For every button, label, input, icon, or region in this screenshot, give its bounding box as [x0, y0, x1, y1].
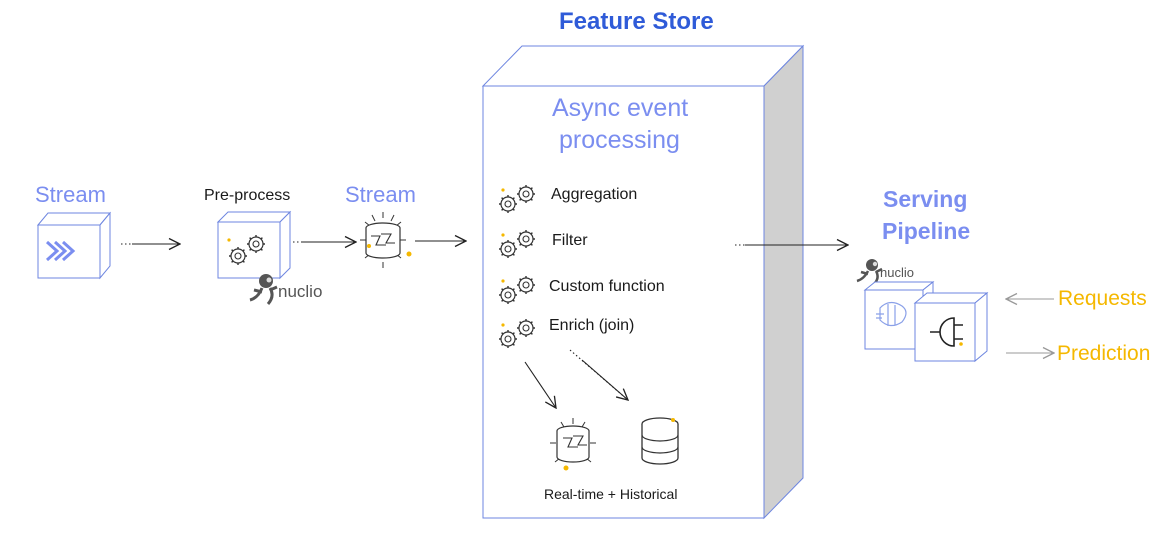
stream-label: Stream — [35, 182, 106, 207]
custom-function-gear-icon — [498, 275, 536, 305]
storage-caption: Real-time + Historical — [544, 486, 678, 502]
async-heading-line1: Async event — [552, 94, 689, 122]
stream-cylinder-icon — [360, 212, 412, 268]
nuclio-logo-icon — [249, 274, 278, 305]
historical-database-icon — [641, 417, 679, 465]
prediction-label: Prediction — [1057, 342, 1151, 365]
feature-store-box — [481, 44, 805, 520]
step-custom-function: Custom function — [549, 278, 665, 295]
plug-cube-icon — [913, 291, 989, 363]
requests-label: Requests — [1058, 287, 1147, 310]
stream-cube-icon — [36, 211, 112, 280]
step-enrich: Enrich (join) — [549, 317, 635, 334]
preprocess-label: Pre-process — [204, 187, 291, 204]
stream-label-2: Stream — [345, 182, 416, 207]
realtime-storage-icon — [550, 418, 596, 471]
serving-label-line1: Serving — [883, 186, 968, 212]
feature-store-title: Feature Store — [559, 8, 714, 35]
step-filter: Filter — [552, 232, 588, 249]
serving-nuclio-logo-icon — [856, 259, 883, 285]
enrich-gear-icon — [498, 318, 536, 349]
arrow-to-historical — [569, 349, 628, 400]
serving-label-line2: Pipeline — [882, 218, 971, 244]
aggregation-gear-icon — [498, 184, 536, 214]
async-heading-line2: processing — [559, 126, 680, 154]
nuclio-label: nuclio — [278, 282, 323, 301]
arrow-to-realtime — [524, 361, 556, 408]
preprocess-cube-icon — [216, 210, 292, 280]
serving-nuclio-label: nuclio — [880, 265, 914, 280]
step-aggregation: Aggregation — [551, 186, 638, 203]
filter-gear-icon — [498, 229, 536, 259]
